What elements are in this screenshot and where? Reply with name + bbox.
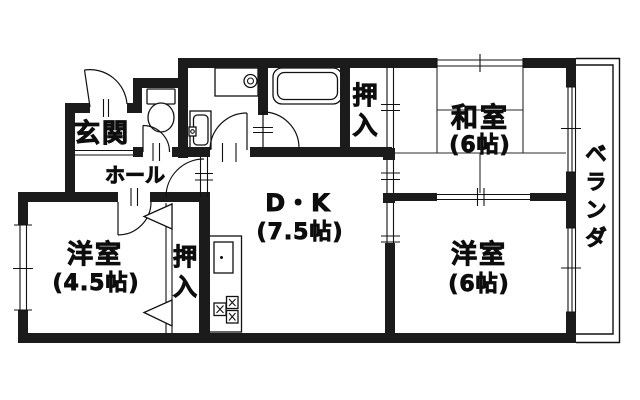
label-youshitsu-right-size: (6帖) [448,272,509,297]
entrance-door [83,69,128,117]
toilet-fixture [146,88,176,133]
folding-closet-door [142,202,173,333]
dk-door-arc [165,158,205,198]
window-washitsu-veranda [561,86,581,173]
label-closet-top: 押入 [352,81,377,140]
label-closet-bottom: 押入 [173,243,197,301]
sliding-doors [75,68,530,243]
washing-machine-fixture [214,67,259,97]
hinged-doors [83,69,300,236]
label-youshitsu-left: 洋室 [67,239,123,270]
label-dk-size: (7.5帖) [256,220,343,245]
label-washitsu-size: (6帖) [449,133,510,158]
bathtub-fixture [272,67,343,105]
stove-icon [213,295,239,324]
windows [13,54,581,313]
room-labels: 玄関ホール押入和室(6帖)D・K(7.5帖)押入洋室(4.5帖)洋室(6帖)ベラ… [52,81,607,302]
washroom-door [209,112,248,162]
refrigerator-icon [213,241,234,274]
window-youshitsu-veranda [561,227,581,313]
fusuma-dk-washitsu [381,160,400,193]
walls [18,58,576,343]
label-youshitsu-right: 洋室 [451,239,507,270]
fixtures [146,67,343,333]
fusuma-dk-youshitsu [381,203,400,243]
veranda-outline [576,57,621,344]
doorway-hall-dk [195,157,213,197]
genkan-step-line [75,149,133,156]
youshitsu-left-door [117,188,152,236]
fusuma-closet-washitsu [381,68,400,148]
washbasin-fixture [188,110,212,150]
label-genkan: 玄関 [74,118,130,149]
tatami-lines [395,68,566,193]
window-washitsu-top [436,54,524,72]
label-veranda: ベランダ [586,142,607,250]
fusuma-washitsu-youshitsu [437,188,530,206]
bathroom-door [253,111,300,149]
label-hall: ホール [105,163,165,187]
label-youshitsu-left-size: (4.5帖) [52,271,139,296]
label-washitsu: 和室 [451,102,509,134]
kitchen-unit [207,235,243,333]
window-youshitsu-left [13,224,33,311]
label-dk: D・K [265,189,331,217]
toilet-door [142,124,171,161]
